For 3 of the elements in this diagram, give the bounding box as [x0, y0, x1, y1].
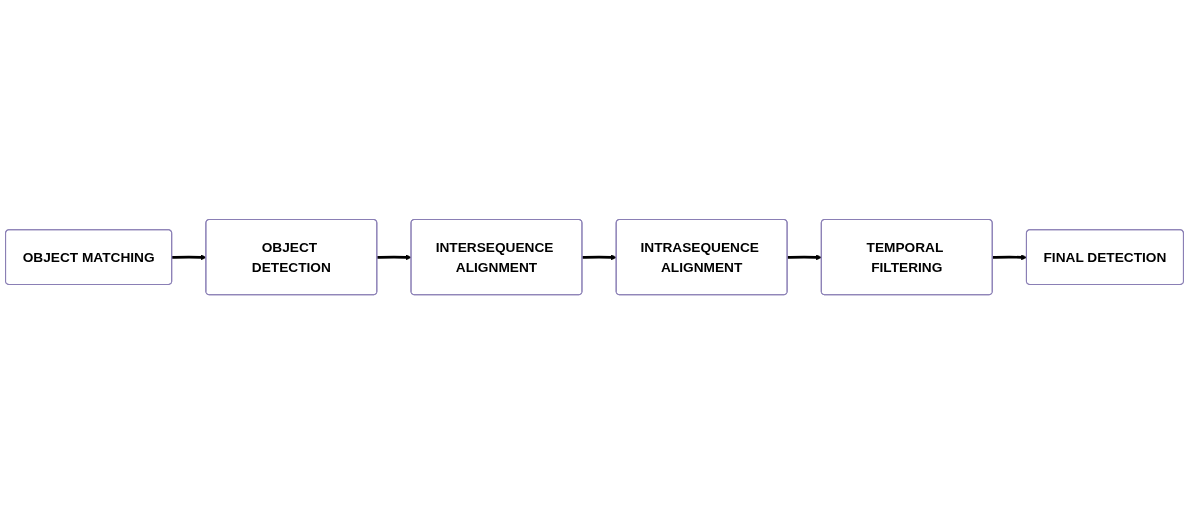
arrow [377, 254, 412, 261]
arrow [582, 254, 617, 261]
arrow [787, 254, 822, 261]
